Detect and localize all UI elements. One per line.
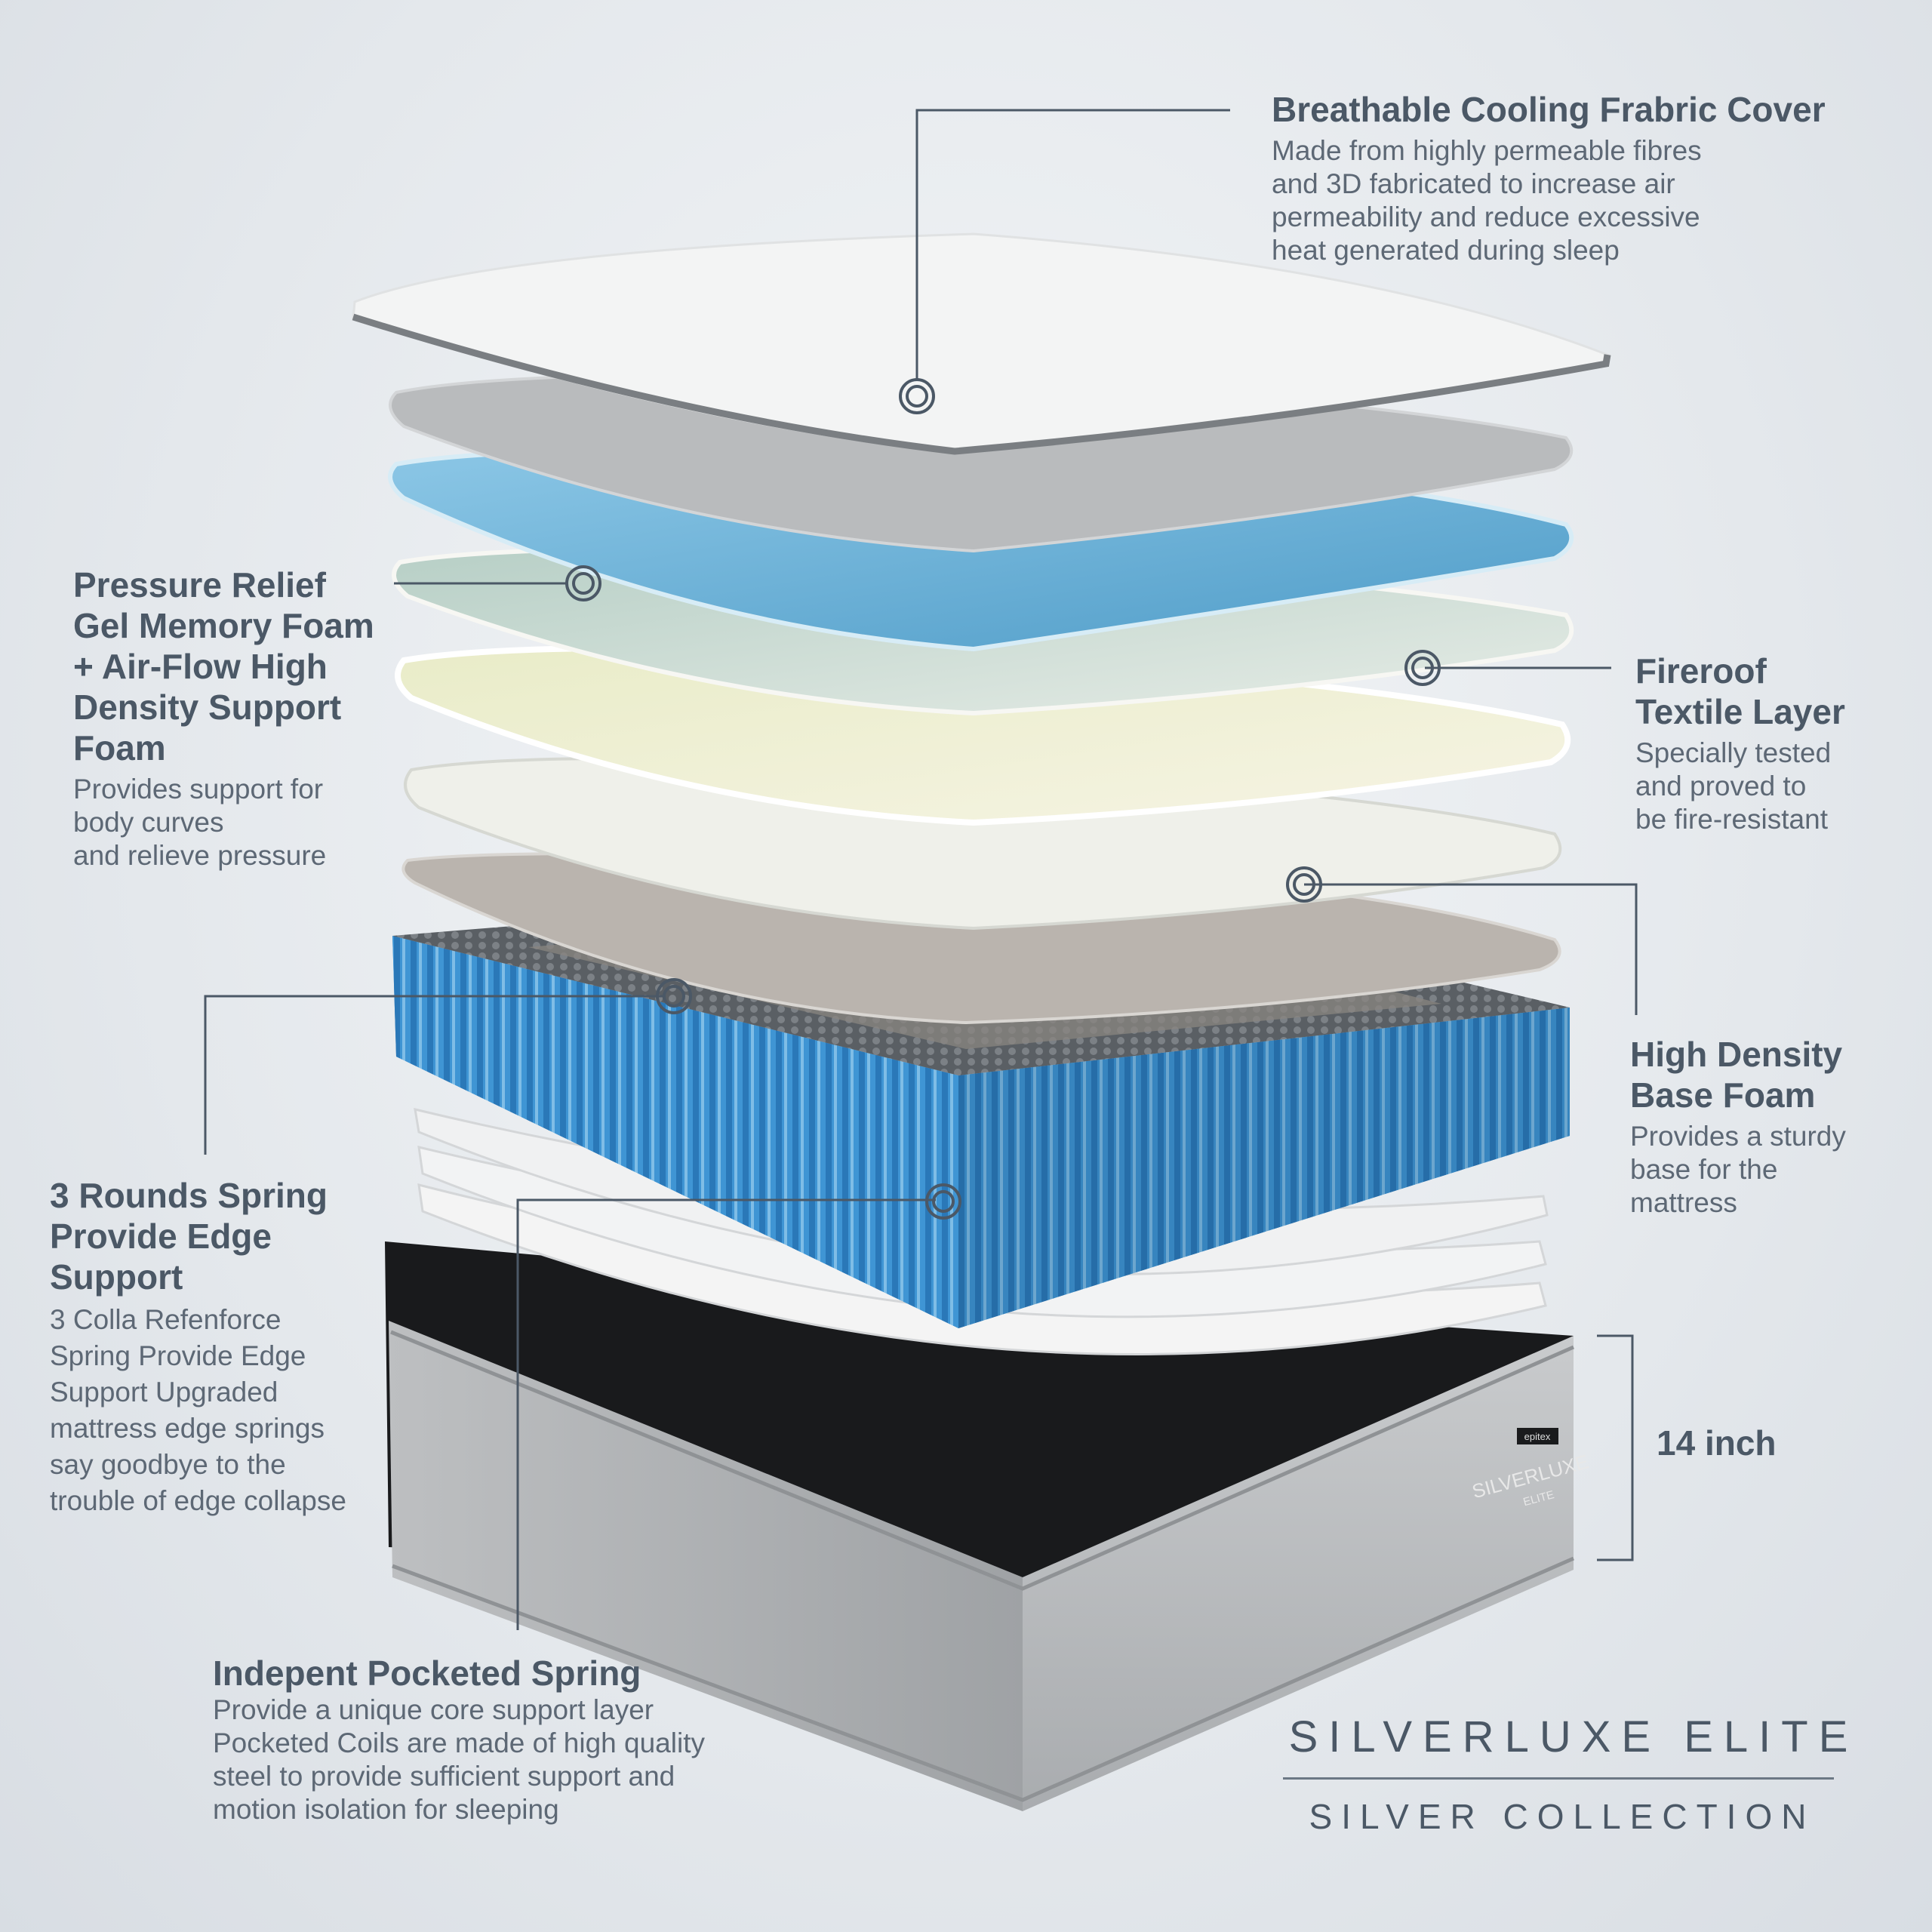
callout-edge-title: 3 Rounds Spring Provide Edge Support (50, 1176, 328, 1297)
callout-edge: 3 Rounds Spring Provide Edge Support 3 C… (50, 1175, 412, 1519)
callout-pressure-title: Pressure Relief Gel Memory Foam + Air-Fl… (73, 565, 374, 768)
callout-lines (204, 109, 1638, 1630)
callout-markers (565, 378, 1441, 1220)
brand-divider (1283, 1777, 1834, 1780)
callout-pocketed-title: Indepent Pocketed Spring (213, 1654, 641, 1693)
callout-pressure: Pressure Relief Gel Memory Foam + Air-Fl… (73, 565, 428, 872)
callout-base: High Density Base Foam Provides a sturdy… (1630, 1034, 1902, 1220)
callout-base-title: High Density Base Foam (1630, 1035, 1843, 1115)
callout-fireproof: Fireroof Textile Layer Specially tested … (1635, 651, 1907, 836)
callout-cover: Breathable Cooling Frabric Cover Made fr… (1272, 89, 1890, 267)
height-label: 14 inch (1657, 1423, 1777, 1463)
base-marker (1286, 866, 1322, 903)
callout-fireproof-title: Fireroof Textile Layer (1635, 651, 1845, 731)
pressure-marker (565, 565, 601, 601)
callout-pressure-desc: Provides support for body curves and rel… (73, 774, 327, 871)
callout-fireproof-desc: Specially tested and proved to be fire-r… (1635, 737, 1832, 835)
callout-edge-desc: 3 Colla Refenforce Spring Provide Edge S… (50, 1304, 346, 1516)
cover-marker (899, 378, 935, 414)
callout-base-desc: Provides a sturdy base for the mattress (1630, 1121, 1846, 1218)
callout-pocketed-desc: Provide a unique core support layer Pock… (213, 1694, 705, 1825)
brand-collection: SILVER COLLECTION (1309, 1797, 1816, 1836)
brand-name: SILVERLUXE ELITE (1288, 1712, 1859, 1761)
callout-cover-desc: Made from highly permeable fibres and 3D… (1272, 135, 1702, 266)
callout-cover-title: Breathable Cooling Frabric Cover (1272, 90, 1826, 129)
top-cover (352, 232, 1611, 455)
fireproof-marker (1404, 650, 1441, 686)
callout-pocketed: Indepent Pocketed Spring Provide a uniqu… (213, 1653, 801, 1826)
edge-marker (656, 978, 692, 1014)
pocketed-marker (925, 1183, 961, 1220)
brand-tag-top: epitex (1524, 1431, 1551, 1442)
